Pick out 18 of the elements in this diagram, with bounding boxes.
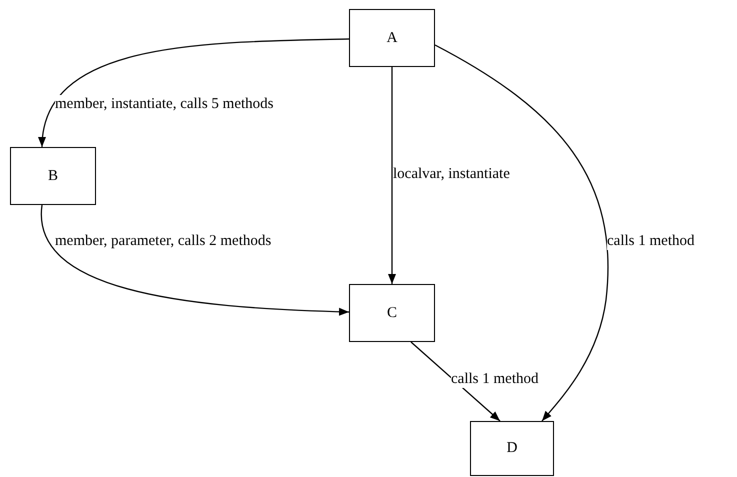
class-box [349,284,435,342]
arrow [41,205,350,316]
node-label: D [506,439,518,458]
class-box [349,9,435,67]
edge-label: calls 1 method [607,232,694,250]
arrow [434,44,609,422]
node-label: B [48,166,58,186]
arrow [388,67,396,284]
edge-label: member, instantiate, calls 5 methods [55,95,274,113]
arrow [410,342,500,422]
edge-label: localvar, instantiate [393,165,510,183]
node-label: A [386,28,398,48]
class-box [470,421,554,476]
edge-label: member, parameter, calls 2 methods [55,232,272,250]
class-box [10,147,96,205]
node-label: C [386,304,397,323]
arrow [39,38,350,148]
edge-label: calls 1 method [451,370,538,388]
